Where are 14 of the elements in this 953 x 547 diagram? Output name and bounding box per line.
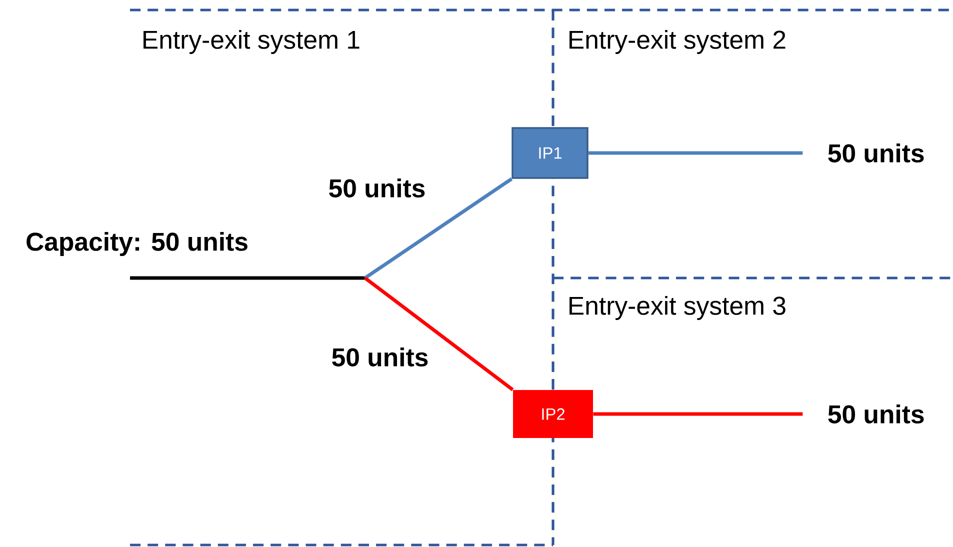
region-label: Entry-exit system 3 [570, 296, 786, 320]
capacity-label: 50 units [828, 404, 924, 424]
pipeline [588, 151, 803, 155]
capacity-label: Capacity: 50 units [26, 232, 248, 256]
region-label: Entry-exit system 2 [570, 30, 786, 54]
edge-label: 50 units [327, 177, 427, 199]
region-label: Entry-exit system 1 [144, 30, 360, 54]
pipeline [364, 177, 513, 280]
pipeline [593, 412, 803, 416]
pipeline [364, 276, 514, 392]
interconnection-box: IP2 [513, 390, 593, 438]
edge-label: 50 units [330, 346, 430, 368]
interconnection-box: IP1 [512, 127, 588, 179]
capacity-label: 50 units [828, 144, 924, 162]
